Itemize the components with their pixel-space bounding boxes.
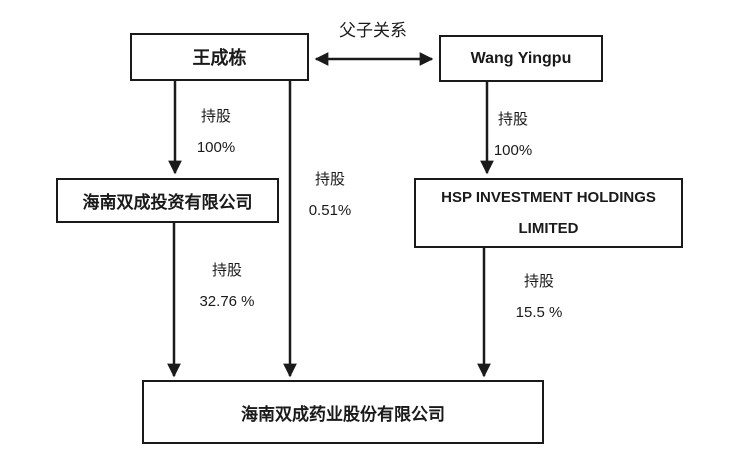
edge-label-hsp-pharma: 持股 15.5 % xyxy=(489,266,589,328)
relationship-label: 父子关系 xyxy=(339,21,407,40)
edge-label-relation: 持股 xyxy=(497,111,528,128)
node-hainan-shuangcheng-pharma: 海南双成药业股份有限公司 xyxy=(142,380,544,444)
edge-label-value: 0.51% xyxy=(308,202,352,219)
edge-label-value: 100% xyxy=(196,139,236,156)
edge-label-value: 15.5 % xyxy=(515,304,563,321)
node-hsp-investment-holdings-label-line1: HSP INVESTMENT HOLDINGS xyxy=(441,189,656,206)
edge-label-relation: 持股 xyxy=(211,262,242,279)
edge-label-relation: 持股 xyxy=(523,273,554,290)
node-wang-chengdong-label: 王成栋 xyxy=(192,48,247,68)
node-wang-yingpu: Wang Yingpu xyxy=(439,35,603,82)
node-wang-yingpu-label: Wang Yingpu xyxy=(470,49,572,67)
edge-label-relation: 持股 xyxy=(314,171,345,188)
edge-label-value: 32.76 % xyxy=(199,293,255,310)
edge-label-value: 100% xyxy=(493,142,533,159)
node-hsp-investment-holdings: HSP INVESTMENT HOLDINGS LIMITED xyxy=(414,178,683,248)
edge-label-wangchengdong-pharma: 持股 0.51% xyxy=(280,164,380,226)
node-hainan-shuangcheng-pharma-label: 海南双成药业股份有限公司 xyxy=(241,404,445,424)
node-hainan-shuangcheng-investment-label: 海南双成投资有限公司 xyxy=(82,193,253,212)
edge-label-relation: 持股 xyxy=(200,108,231,125)
node-hainan-shuangcheng-investment: 海南双成投资有限公司 xyxy=(56,178,279,223)
node-hsp-investment-holdings-label-line2: LIMITED xyxy=(518,220,579,237)
edge-label-investment-pharma: 持股 32.76 % xyxy=(177,255,277,317)
edge-label-wangchengdong-investment: 持股 100% xyxy=(166,101,266,163)
node-wang-chengdong: 王成栋 xyxy=(130,33,309,81)
edge-label-wangyingpu-hsp: 持股 100% xyxy=(463,104,563,166)
